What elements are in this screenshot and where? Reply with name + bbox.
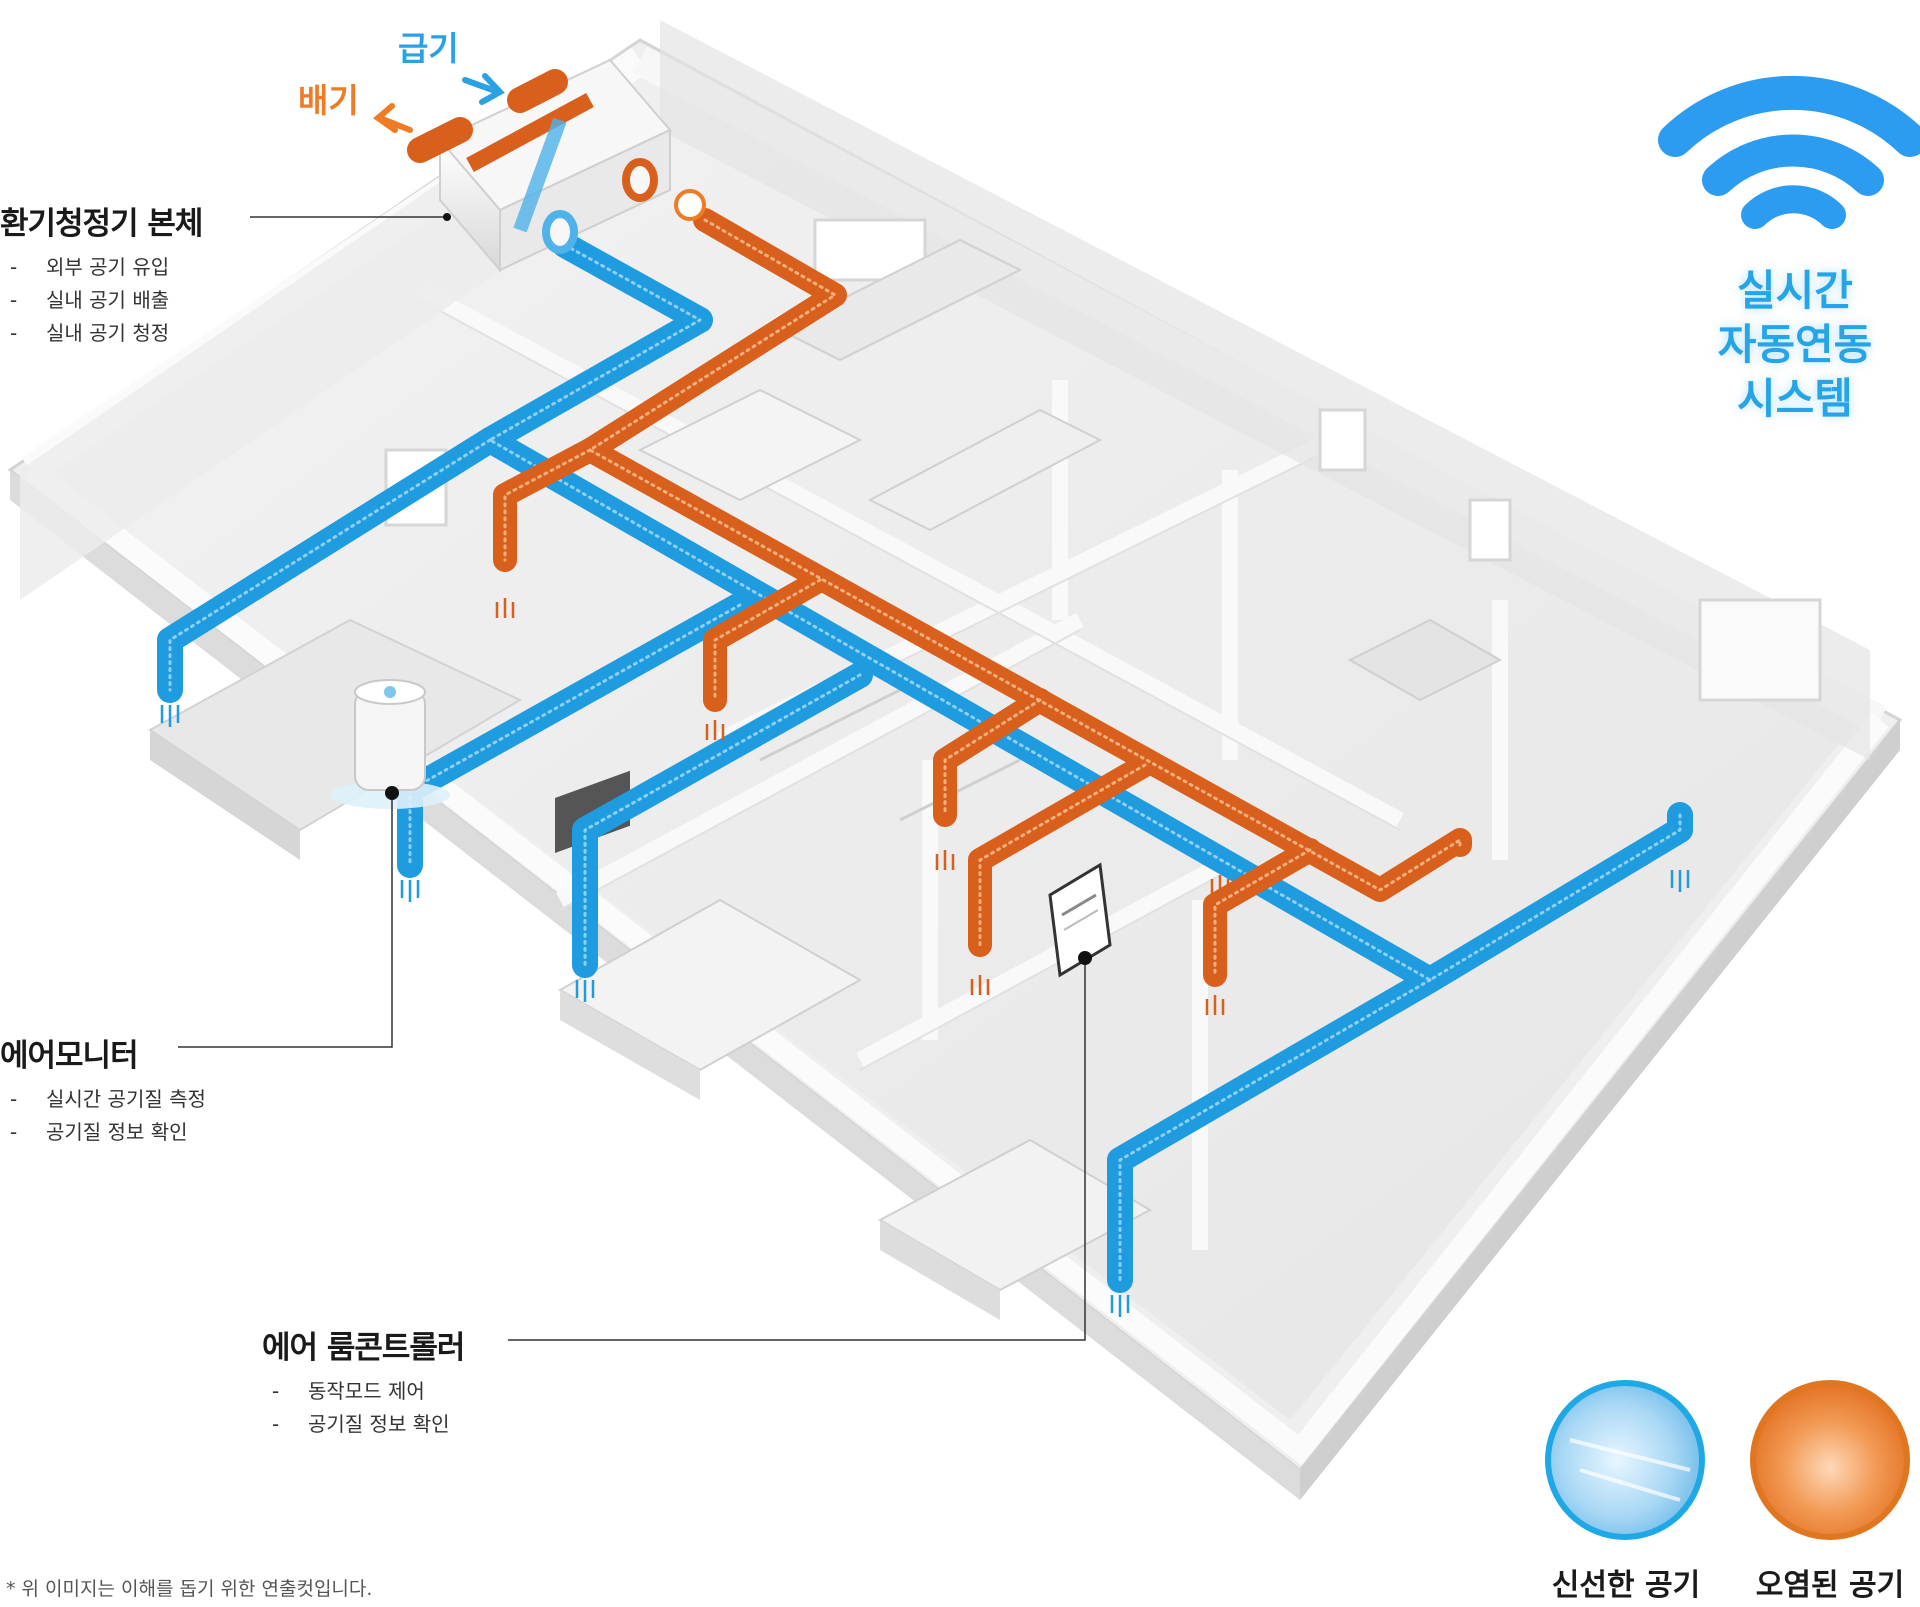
living-sofa (148, 618, 523, 860)
list-item: -동작모드 제어 (272, 1379, 425, 1403)
monitor-feature-list: -실시간 공기질 측정 -공기질 정보 확인 (0, 1083, 206, 1149)
system-text-line: 자동연동 (1717, 320, 1873, 369)
room-controller-device (1048, 862, 1112, 978)
legend-polluted-swatch (1750, 1380, 1910, 1540)
exhaust-arrow-icon (373, 103, 413, 133)
legend-fresh-label: 신선한 공기 (1551, 1568, 1701, 1603)
system-text: 실시간 자동연동 시스템 (1660, 264, 1920, 426)
controller-feature-list: -동작모드 제어 -공기질 정보 확인 (262, 1375, 464, 1441)
unit-callout: 환기청정기 본체 -외부 공기 유입 -실내 공기 배출 -실내 공기 청정 (0, 198, 203, 350)
window (1698, 598, 1822, 702)
wifi-icon (1658, 75, 1920, 229)
controller-marker (1078, 951, 1092, 965)
return-vents (495, 598, 1230, 1015)
window (1468, 498, 1512, 562)
back-wall-left (20, 100, 560, 600)
window (1318, 408, 1367, 472)
polluted-air-ducts (493, 208, 1472, 987)
unit-title: 환기청정기 본체 (0, 206, 203, 242)
dressing-room-racks (759, 688, 1021, 822)
controller-callout: 에어 룸콘트롤러 -동작모드 제어 -공기질 정보 확인 (262, 1322, 465, 1441)
legend-fresh-swatch (1545, 1380, 1705, 1540)
supply-label: 급기 (398, 29, 459, 68)
supply-vents (160, 705, 1690, 1317)
list-item: -실내 공기 배출 (10, 288, 170, 312)
bed-second (877, 1138, 1153, 1320)
kitchen-counter (777, 238, 1103, 532)
air-monitor-device (330, 679, 450, 809)
outer-wall-front (23, 461, 1889, 1466)
controller-title: 에어 룸콘트롤러 (262, 1330, 465, 1366)
list-item: -공기질 정보 확인 (272, 1412, 450, 1436)
monitor-marker (385, 786, 399, 800)
supply-arrow-icon (462, 73, 505, 105)
ventilation-unit (407, 58, 706, 273)
exhaust-label: 배기 (298, 81, 359, 120)
legend-fresh-streaks (1569, 1438, 1691, 1502)
bathtub (1347, 618, 1503, 702)
system-text-line: 시스템 (1737, 374, 1853, 423)
monitor-title: 에어모니터 (0, 1038, 139, 1074)
list-item: -실시간 공기질 측정 (10, 1087, 206, 1111)
unit-feature-list: -외부 공기 유입 -실내 공기 배출 -실내 공기 청정 (0, 251, 202, 350)
footnote: * 위 이미지는 이해를 돕기 위한 연출컷입니다. (6, 1578, 373, 1600)
legend-polluted-label: 오염된 공기 (1755, 1568, 1905, 1603)
dining-table (637, 388, 863, 502)
list-item: -공기질 정보 확인 (10, 1120, 188, 1144)
leader-lines (178, 216, 1086, 1341)
fresh-air-ducts (157, 232, 1693, 1293)
list-item: -실내 공기 청정 (10, 321, 170, 345)
system-text-line: 실시간 (1737, 266, 1853, 315)
interior-walls (416, 282, 1508, 1250)
list-item: -외부 공기 유입 (10, 255, 170, 279)
unit-marker (443, 213, 451, 221)
back-wall-right (660, 20, 1870, 760)
floor-slab-edge-right (1300, 720, 1900, 1500)
bed-master (557, 898, 863, 1100)
monitor-callout: 에어모니터 -실시간 공기질 측정 -공기질 정보 확인 (0, 1030, 206, 1149)
